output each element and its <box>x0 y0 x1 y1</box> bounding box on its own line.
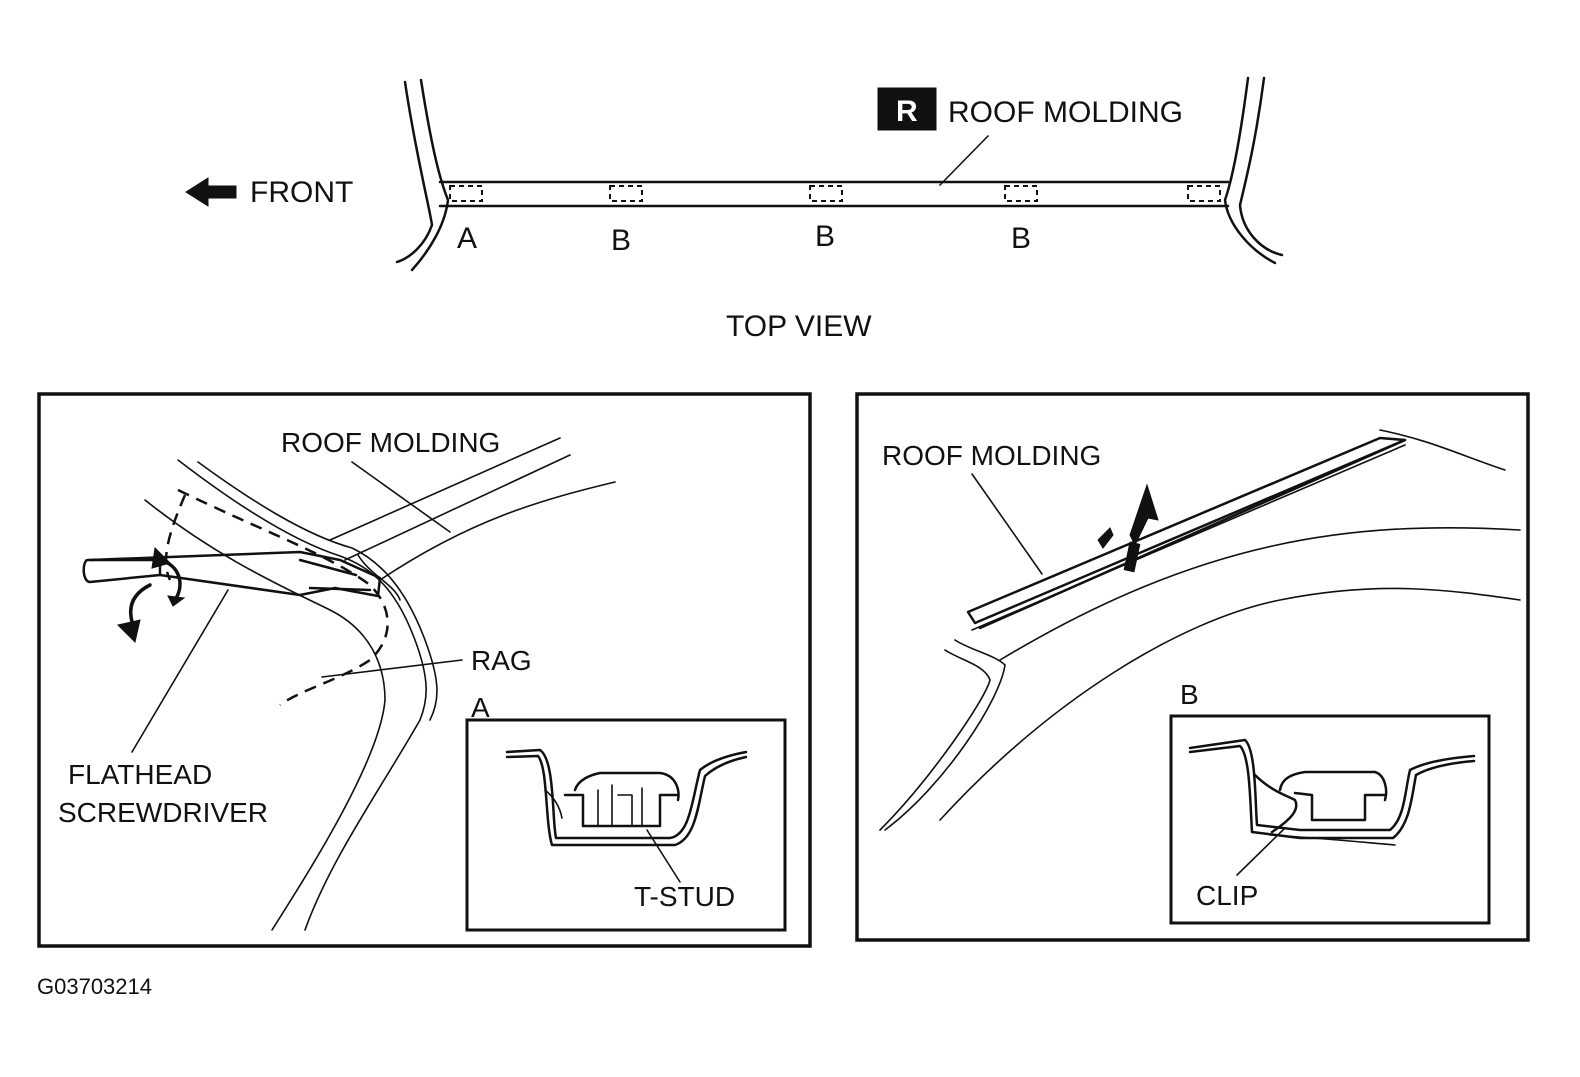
left-panel: ROOF MOLDING RAG FLATHEAD SCREWDRIVER A … <box>37 392 812 948</box>
front-arrow-icon <box>185 177 237 207</box>
right-panel: ROOF MOLDING B CLIP <box>855 392 1530 942</box>
clip-illustration <box>1188 738 1476 846</box>
clip-label-b3: B <box>1011 222 1031 255</box>
inset-a-letter: A <box>471 692 490 723</box>
top-molding-label: ROOF MOLDING <box>948 96 1183 129</box>
front-label: FRONT <box>250 176 353 209</box>
r-badge <box>877 87 937 131</box>
clip-label-b1: B <box>611 224 631 257</box>
clip-label-b2: B <box>815 220 835 253</box>
screwdriver-label-1: FLATHEAD <box>68 759 212 790</box>
screwdriver-label-2: SCREWDRIVER <box>58 797 268 828</box>
inset-b-letter: B <box>1180 679 1199 710</box>
t-stud-label: T-STUD <box>634 881 735 912</box>
r-badge-letter: R <box>896 95 918 128</box>
t-stud-illustration <box>505 748 748 847</box>
right-molding-label: ROOF MOLDING <box>882 440 1101 471</box>
left-molding-label: ROOF MOLDING <box>281 427 500 458</box>
top-view: FRONT A B B B R ROOF MOLDING TOP VIEW <box>185 76 1284 343</box>
rag-label: RAG <box>471 645 532 676</box>
top-view-caption: TOP VIEW <box>726 310 872 343</box>
clip-label-a: A <box>457 222 477 255</box>
figure-code: G03703214 <box>37 974 152 999</box>
clip-label: CLIP <box>1196 880 1258 911</box>
